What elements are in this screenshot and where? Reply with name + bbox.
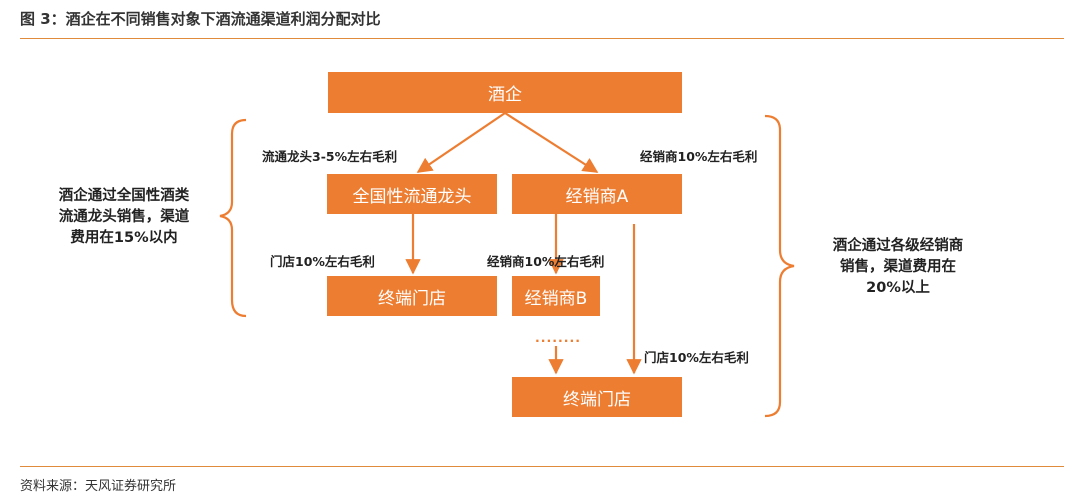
arrow-winery-to-leader (416, 112, 506, 173)
ellipsis-more-distributors: ........ (535, 330, 581, 345)
node-terminal-store-bottom: 终端门店 (512, 377, 682, 417)
label-leader-margin: 流通龙头3-5%左右毛利 (262, 149, 398, 164)
label-store-margin-right: 门店10%左右毛利 (644, 350, 749, 365)
source-note: 资料来源：天风证券研究所 (20, 479, 177, 494)
node-national-leader: 全国性流通龙头 (327, 174, 497, 214)
left-note-line-3: 费用在15%以内 (70, 230, 178, 246)
label-distributor-margin: 经销商10%左右毛利 (640, 149, 758, 164)
left-brace (219, 118, 247, 318)
label-distributor-b-margin: 经销商10%左右毛利 (487, 254, 605, 269)
right-brace (764, 114, 795, 418)
left-note-line-1: 酒企通过全国性酒类 (58, 188, 190, 204)
right-note-line-3: 20%以上 (866, 280, 930, 296)
node-distributor-a: 经销商A (512, 174, 682, 214)
top-rule (20, 38, 1064, 39)
node-winery: 酒企 (328, 72, 682, 113)
left-note-line-2: 流通龙头销售，渠道 (58, 209, 190, 225)
arrow-winery-to-distributor-a (504, 112, 599, 173)
figure-title: 图 3：酒企在不同销售对象下酒流通渠道利润分配对比 (20, 10, 381, 28)
bottom-rule (20, 466, 1064, 467)
right-note-line-2: 销售，渠道费用在 (840, 259, 956, 275)
node-distributor-b: 经销商B (512, 276, 600, 316)
label-store-margin-left: 门店10%左右毛利 (270, 254, 375, 269)
right-note: 酒企通过各级经销商 销售，渠道费用在 20%以上 (800, 236, 996, 299)
right-note-line-1: 酒企通过各级经销商 (832, 238, 964, 254)
left-note: 酒企通过全国性酒类 流通龙头销售，渠道 费用在15%以内 (26, 186, 222, 249)
node-terminal-store-left: 终端门店 (327, 276, 497, 316)
